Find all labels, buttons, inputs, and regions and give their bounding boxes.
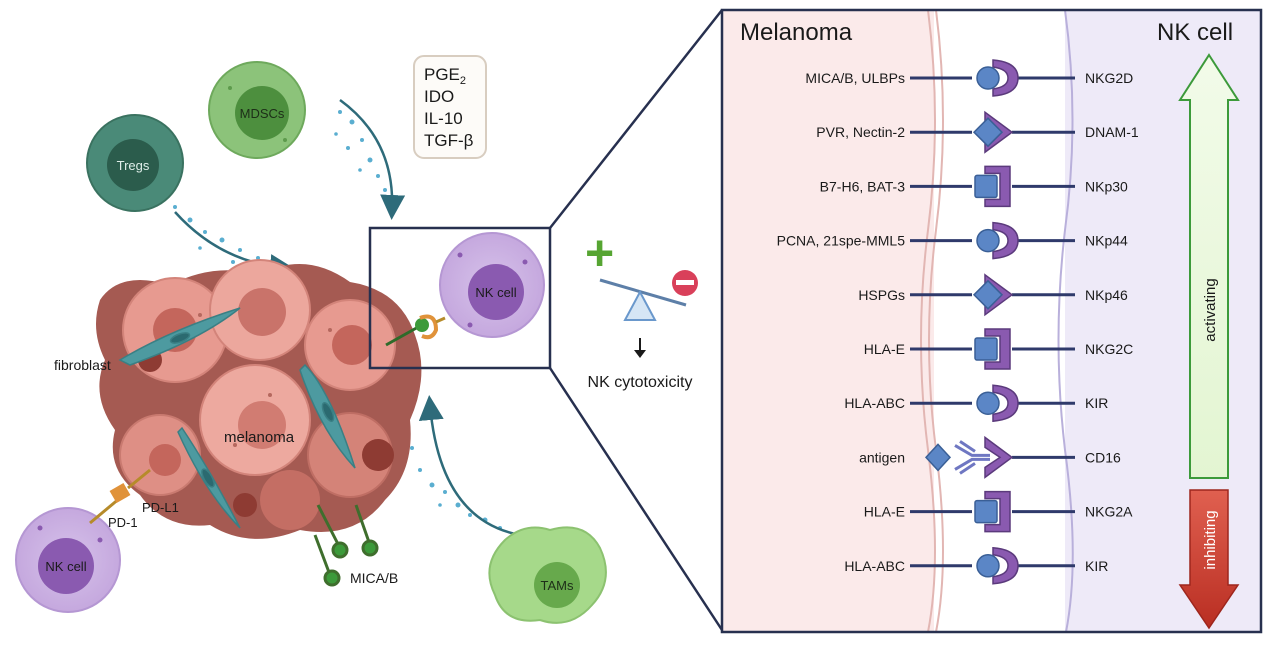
receptor-shape <box>992 59 1019 97</box>
receptor-label: NKG2A <box>1085 504 1133 520</box>
mica-b-ligands <box>313 504 379 587</box>
ligand-shape <box>976 554 1000 578</box>
receptor-label: NKp44 <box>1085 233 1128 249</box>
pair-row: PCNA, 21spe-MML5 NKp44 <box>777 221 1128 260</box>
pair-row: HLA-ABC KIR <box>844 546 1108 585</box>
nk-cell-bottom-label: NK cell <box>45 559 86 574</box>
melanoma-label: melanoma <box>224 429 295 446</box>
nk-membrane <box>1057 9 1074 633</box>
receptor-ligand-pairs: MICA/B, ULBPs NKG2D PVR, Nectin-2 DNAM-1B7-… <box>777 59 1139 585</box>
ligand-label: HLA-E <box>864 504 905 520</box>
receptor-label: CD16 <box>1085 449 1121 465</box>
tams-cell: TAMs <box>488 526 607 624</box>
activating-arrow: activating <box>1178 53 1240 479</box>
pair-row: antigen CD16 <box>859 435 1121 479</box>
receptor-shape <box>992 384 1019 423</box>
melanoma-region <box>722 10 934 632</box>
receptor-label: KIR <box>1085 395 1108 411</box>
melanoma-membrane <box>920 9 936 633</box>
pair-row: B7-H6, BAT-3 NKp30 <box>820 165 1128 208</box>
mdscs-cell: MDSCs <box>208 61 306 159</box>
receptor-label: NKp30 <box>1085 178 1128 194</box>
receptor-shape <box>984 165 1011 208</box>
mica-b-label: MICA/B <box>350 570 398 586</box>
ligand-label: HLA-ABC <box>844 558 905 574</box>
receptor-shape <box>984 490 1011 533</box>
balance-scale: + NK cytotoxicity <box>585 225 698 391</box>
ligand-label: MICA/B, ULBPs <box>805 70 905 86</box>
ligand-shape <box>976 228 1000 253</box>
receptor-label: NKp46 <box>1085 287 1128 303</box>
ligand-label: PVR, Nectin-2 <box>816 124 905 140</box>
pair-row: HSPGs NKp46 <box>858 273 1128 317</box>
nk-region <box>1065 10 1261 632</box>
ligand-shape <box>974 174 998 199</box>
pair-row: MICA/B, ULBPs NKG2D <box>805 59 1133 97</box>
ligand-label: PCNA, 21spe-MML5 <box>777 233 906 249</box>
tregs-label: Tregs <box>117 158 150 173</box>
ligand-shape <box>974 499 998 524</box>
tregs-cell: Tregs <box>86 114 184 212</box>
fibroblasts <box>118 307 356 529</box>
melanoma-header: Melanoma <box>740 19 853 46</box>
factor-il10: IL-10 <box>424 109 463 128</box>
receptor-shape <box>992 221 1019 260</box>
ligand-shape <box>976 66 1000 90</box>
ligand-shape <box>976 391 1000 415</box>
pd-l1-label: PD-L1 <box>142 500 179 515</box>
pair-row: HLA-ABC KIR <box>844 384 1108 423</box>
tam-arrow <box>418 395 521 537</box>
nk-cell-top-label: NK cell <box>475 285 516 300</box>
activating-label: activating <box>1202 278 1219 341</box>
mdscs-label: MDSCs <box>240 106 285 121</box>
inhibiting-label: inhibiting <box>1202 510 1219 569</box>
mdsc-arrow <box>339 98 406 220</box>
right-panel: Melanoma NK cell MICA/B, ULBPs NKG2D PVR, … <box>720 8 1263 634</box>
melanoma-tumor <box>96 259 422 539</box>
ligand-label: B7-H6, BAT-3 <box>820 178 906 194</box>
nk-cell-header: NK cell <box>1157 19 1233 46</box>
receptor-shape <box>984 435 1014 479</box>
receptor-shape <box>984 328 1011 370</box>
pd1-pdl1-interaction <box>89 468 151 525</box>
nk-cytotoxicity-label: NK cytotoxicity <box>588 374 693 391</box>
factor-pge: PGE2 <box>424 65 466 87</box>
inhibiting-arrow: inhibiting <box>1178 489 1240 630</box>
ligand-label: HLA-ABC <box>844 395 905 411</box>
pd-1-label: PD-1 <box>108 515 138 530</box>
receptor-label: DNAM-1 <box>1085 124 1139 140</box>
receptor-ligand-contact <box>385 314 446 347</box>
left-panel: MDSCs Tregs PGE2 IDO IL-10 TGF-β <box>15 9 724 631</box>
pair-row: PVR, Nectin-2 DNAM-1 <box>816 110 1139 154</box>
factor-ido: IDO <box>424 87 454 106</box>
ligand-shape <box>972 117 1004 148</box>
right-panel-border <box>720 8 1263 634</box>
receptor-label: KIR <box>1085 558 1108 574</box>
receptor-label: NKG2C <box>1085 341 1133 357</box>
nk-cell-bottom: NK cell <box>15 507 121 613</box>
antigen-antibody-shape <box>924 440 990 475</box>
receptor-shape <box>992 546 1019 585</box>
melanoma-membrane-inner <box>928 9 944 633</box>
ligand-label: HSPGs <box>858 287 905 303</box>
factor-tgfb: TGF-β <box>424 131 474 150</box>
nk-cell-top: NK cell <box>439 232 545 338</box>
pair-row: HLA-E NKG2A <box>864 490 1133 533</box>
plus-sign: + <box>585 225 614 281</box>
ligand-label: HLA-E <box>864 341 905 357</box>
pair-row: HLA-E NKG2C <box>864 328 1133 370</box>
fibroblast-label: fibroblast <box>54 357 111 373</box>
ligand-label: antigen <box>859 449 905 465</box>
tams-label: TAMs <box>541 578 574 593</box>
secreted-factors-box: PGE2 IDO IL-10 TGF-β <box>413 55 487 159</box>
zoom-box <box>368 9 724 631</box>
receptor-label: NKG2D <box>1085 70 1133 86</box>
ligand-shape <box>972 279 1004 310</box>
ligand-shape <box>974 337 998 361</box>
